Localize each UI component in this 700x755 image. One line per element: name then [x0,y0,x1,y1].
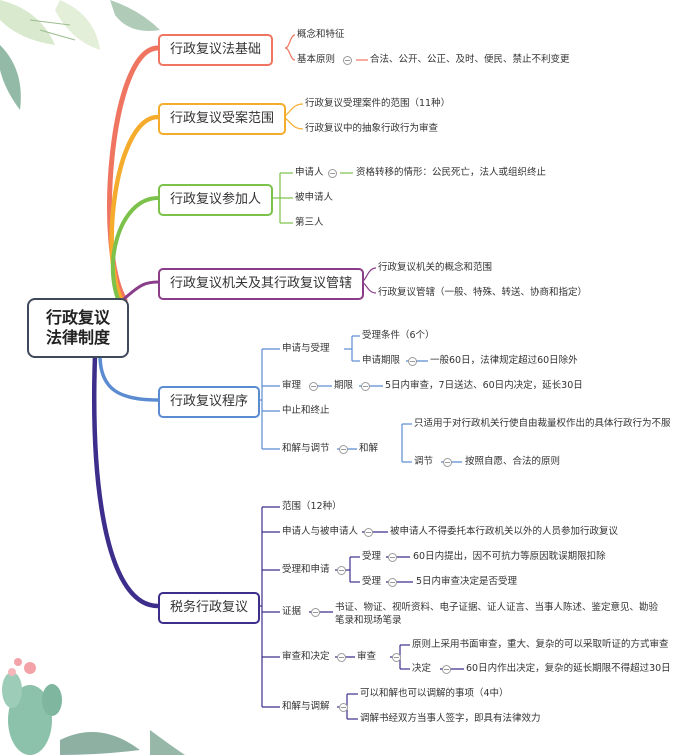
node-tax-evidence[interactable]: 证据 [282,606,302,617]
cactus-decoration-icon [2,658,185,755]
node-tax-decide-detail[interactable]: 60日内作出决定，复杂的延长期限不得超过30日 [466,663,671,674]
node-tax-parties-detail[interactable]: 被申请人不得委托本行政机关以外的人员参加行政复议 [390,526,619,537]
node-tax-accept-1[interactable]: 受理 [362,551,382,562]
node-tax-settle-effect[interactable]: 调解书经双方当事人签字，即具有法律效力 [360,713,541,724]
branch-scope[interactable]: 行政复议受案范围 [158,103,287,135]
node-settlement-detail[interactable]: 只适用于对行政机关行使自由裁量权作出的具体行政行为不服 [414,418,671,429]
branch-participants[interactable]: 行政复议参加人 [158,184,274,216]
node-respondent[interactable]: 被申请人 [295,192,334,203]
node-tax-review[interactable]: 审查 [357,651,377,662]
collapse-icon[interactable] [343,56,352,65]
node-apply-accept[interactable]: 申请与受理 [282,343,330,354]
node-hearing-period[interactable]: 期限 [334,380,354,391]
node-principles-detail[interactable]: 合法、公开、公正、及时、便民、禁止不利变更 [370,54,570,65]
node-mediation[interactable]: 调节 [414,456,434,467]
root-title-line-2: 法律制度 [45,328,110,347]
node-qualification-transfer[interactable]: 资格转移的情形：公民死亡，法人或组织终止 [356,167,547,178]
node-applicant[interactable]: 申请人 [295,167,324,178]
collapse-icon[interactable] [337,653,346,662]
node-period-detail[interactable]: 5日内审查，7日送达、60日内决定，延长30日 [385,380,583,391]
node-principles[interactable]: 基本原则 [297,54,336,65]
node-tax-accept-apply[interactable]: 受理和申请 [282,564,330,575]
collapse-icon[interactable] [328,169,337,178]
branch-basics[interactable]: 行政复议法基础 [158,34,274,66]
collapse-icon[interactable] [361,382,370,391]
leaf-decoration-top-icon [0,0,160,110]
node-tax-accept-1-detail[interactable]: 60日内提出，因不可抗力等原因耽误期限扣除 [413,551,606,562]
node-tax-evidence-detail[interactable]: 书证、物证、视听资料、电子证据、证人证言、当事人陈述、鉴定意见、勘验笔录和现场笔… [335,602,659,626]
collapse-icon[interactable] [442,665,451,674]
collapse-icon[interactable] [388,553,397,562]
node-jurisdiction-types[interactable]: 行政复议管辖（一般、特殊、转送、协商和指定） [378,287,588,298]
collapse-icon[interactable] [339,703,348,712]
node-tax-settle-items[interactable]: 可以和解也可以调解的事项（4中） [360,688,509,699]
node-hearing[interactable]: 审理 [282,380,302,391]
node-third-party[interactable]: 第三人 [295,217,324,228]
collapse-icon[interactable] [337,566,346,575]
node-accept-conditions[interactable]: 受理条件（6个） [362,330,435,341]
node-tax-review-detail[interactable]: 原则上采用书面审查，重大、复杂的可以采取听证的方式审查 [412,639,669,650]
node-settlement[interactable]: 和解 [359,443,379,454]
node-suspend-terminate[interactable]: 中止和终止 [282,405,330,416]
node-apply-deadline[interactable]: 申请期限 [362,355,401,366]
collapse-icon[interactable] [339,445,348,454]
branch-jurisdiction[interactable]: 行政复议机关及其行政复议管辖 [158,268,365,300]
collapse-icon[interactable] [408,357,417,366]
node-tax-settle[interactable]: 和解与调解 [282,701,330,712]
node-tax-scope[interactable]: 范围（12种） [282,501,342,512]
node-tax-accept-2[interactable]: 受理 [362,576,382,587]
node-agency-concept[interactable]: 行政复议机关的概念和范围 [378,262,493,273]
node-tax-parties[interactable]: 申请人与被申请人 [282,526,359,537]
node-tax-decide[interactable]: 决定 [412,663,432,674]
node-tax-accept-2-detail[interactable]: 5日内审查决定是否受理 [416,576,518,587]
collapse-icon[interactable] [392,653,401,662]
node-abstract-review[interactable]: 行政复议中的抽象行政行为审查 [305,123,439,134]
branch-procedure[interactable]: 行政复议程序 [158,386,261,418]
node-concept[interactable]: 概念和特征 [297,29,345,40]
node-settle-mediate[interactable]: 和解与调节 [282,443,330,454]
collapse-icon[interactable] [443,458,452,467]
branch-tax-review[interactable]: 税务行政复议 [158,592,261,624]
collapse-icon[interactable] [388,578,397,587]
collapse-icon[interactable] [364,528,373,537]
collapse-icon[interactable] [309,382,318,391]
node-mediation-detail[interactable]: 按照自愿、合法的原则 [465,456,561,467]
node-tax-review-decide[interactable]: 审查和决定 [282,651,330,662]
root-title-line-1: 行政复议 [45,308,110,327]
node-scope-11[interactable]: 行政复议受理案件的范围（11种） [305,98,451,109]
root-node[interactable]: 行政复议 法律制度 [27,298,129,358]
node-deadline-detail[interactable]: 一般60日，法律规定超过60日除外 [430,355,578,366]
collapse-icon[interactable] [311,608,320,617]
